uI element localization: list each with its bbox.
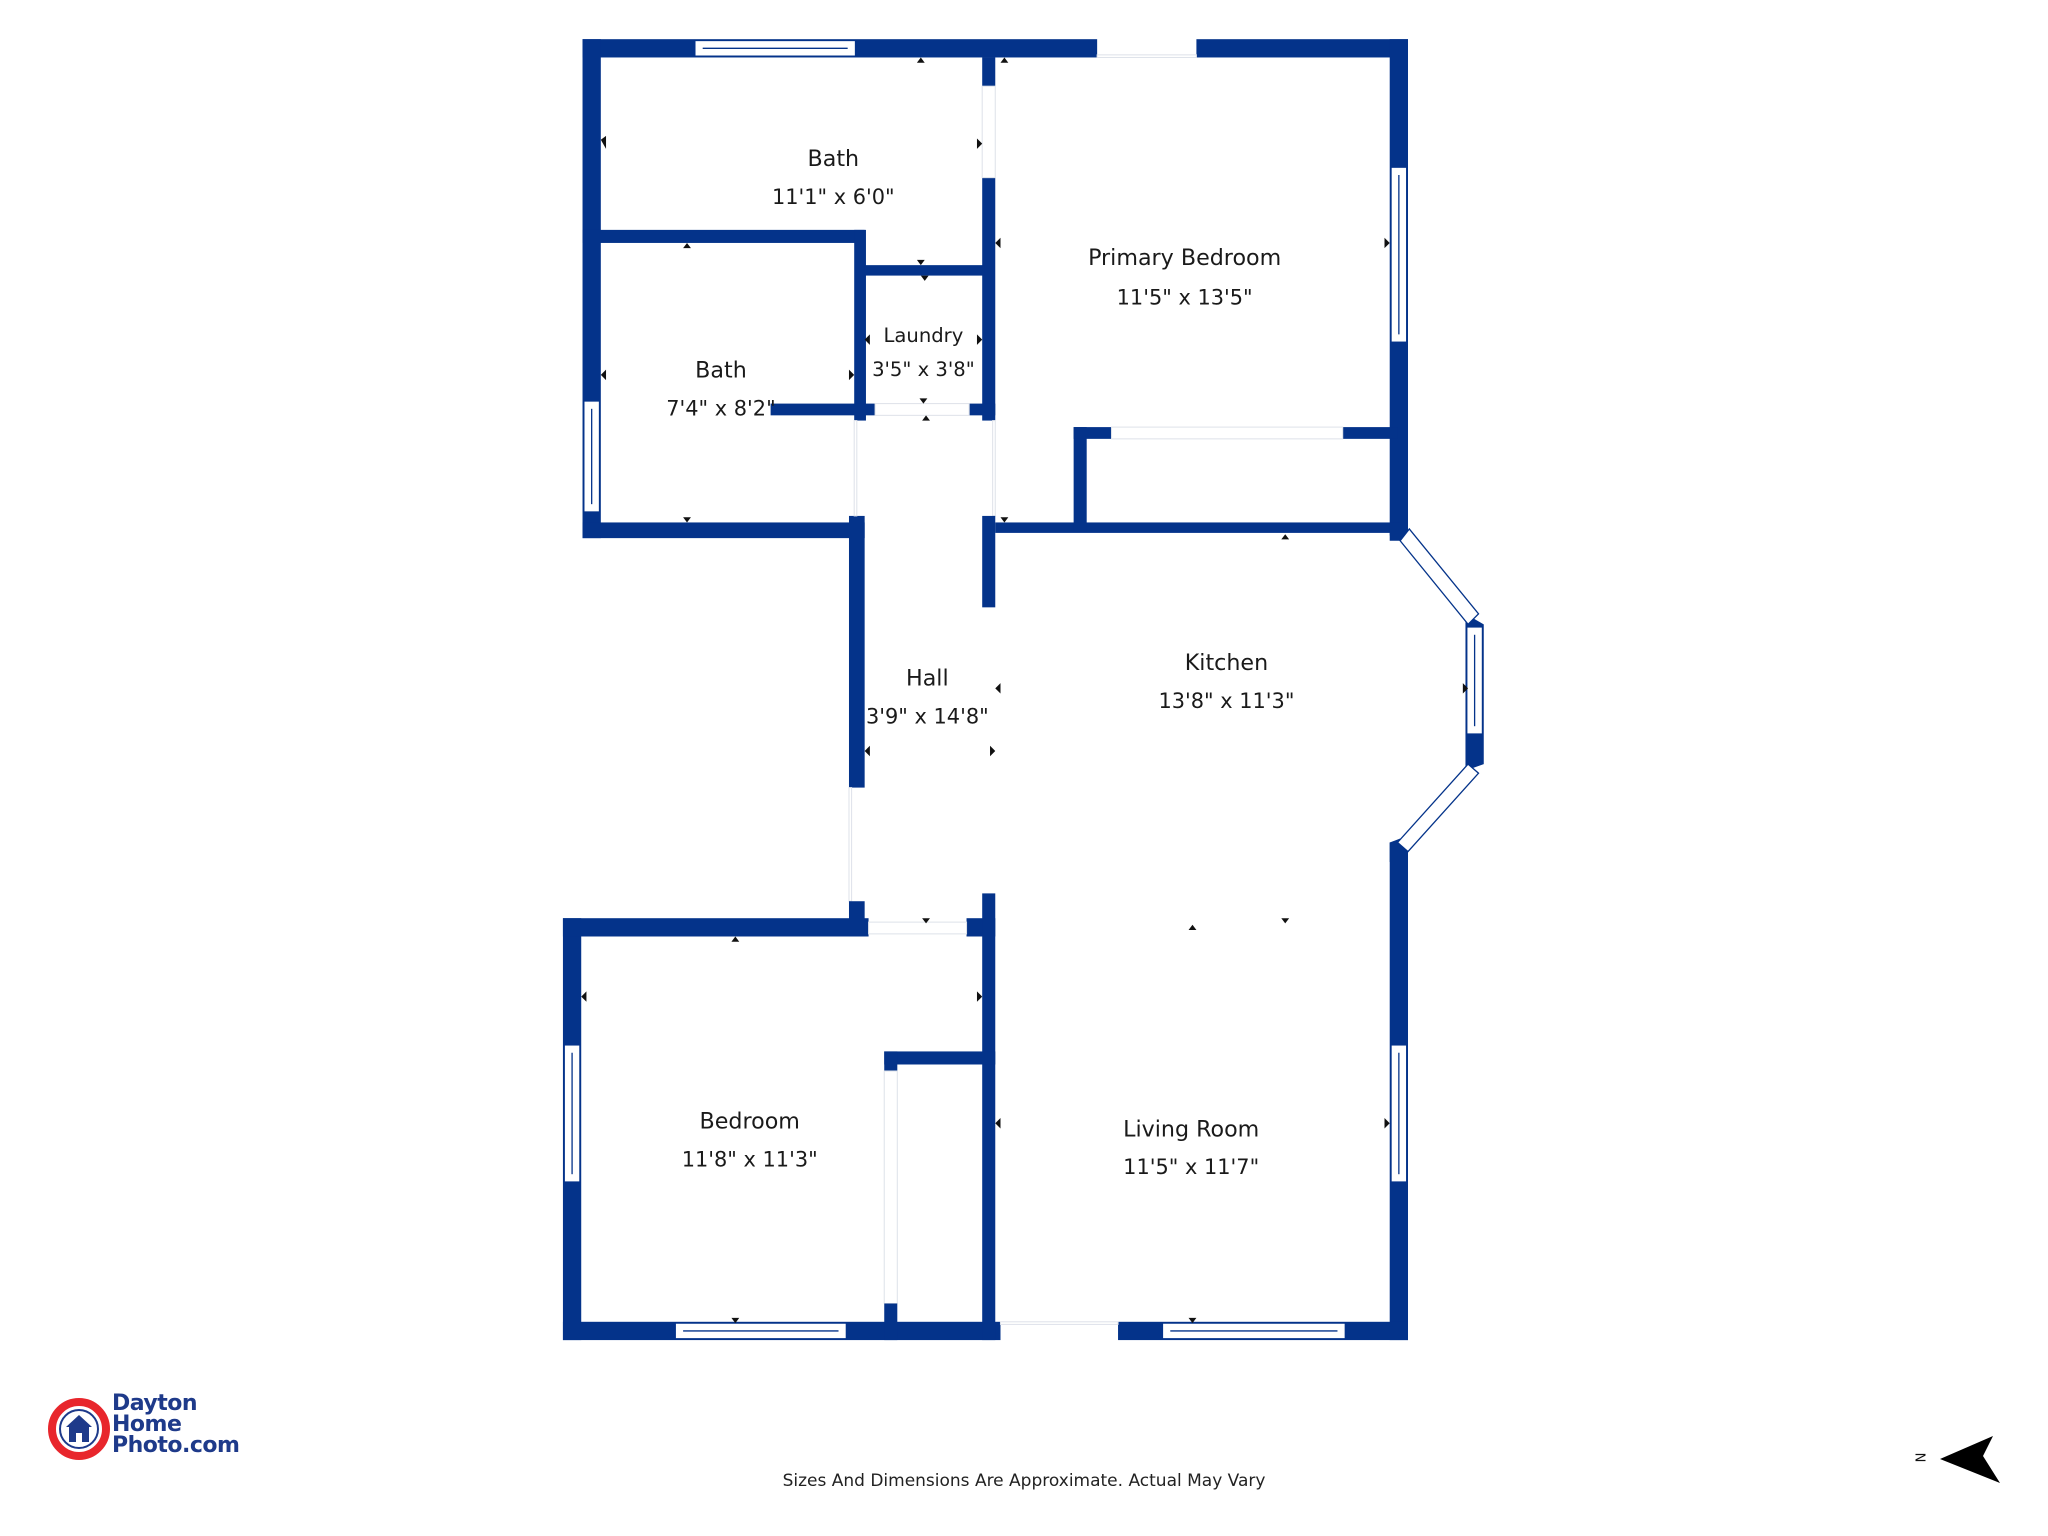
room-dimensions: 3'5" x 3'8": [872, 358, 975, 381]
room-name: Bath: [808, 146, 860, 172]
room-name: Hall: [906, 666, 949, 692]
dimension-ticks: [581, 57, 1469, 1324]
room-dimensions: 11'5" x 11'7": [1123, 1155, 1259, 1179]
brand-name: Dayton Home Photo.com: [112, 1391, 240, 1458]
room-dimensions: 3'9" x 14'8": [866, 705, 989, 729]
room-dimensions: 13'8" x 11'3": [1158, 689, 1294, 713]
room-dimensions: 11'1" x 6'0": [772, 185, 895, 209]
north-arrow-icon: [1940, 1436, 2000, 1483]
north-compass: N: [1914, 1432, 2015, 1492]
room-name: Bath: [695, 357, 747, 383]
room-name: Primary Bedroom: [1088, 245, 1281, 271]
brand-logo: Dayton Home Photo.com: [48, 1393, 258, 1465]
room-name: Kitchen: [1185, 650, 1268, 676]
window: [1396, 763, 1480, 853]
window: [1399, 527, 1480, 626]
room-name: Living Room: [1123, 1116, 1259, 1142]
room-name: Laundry: [884, 324, 964, 347]
room-dimensions: 7'4" x 8'2": [666, 396, 775, 420]
camera-house-icon: [48, 1398, 110, 1460]
disclaimer-text: Sizes And Dimensions Are Approximate. Ac…: [782, 1471, 1266, 1491]
room-labels: Bath 11'1" x 6'0" Primary Bedroom 11'5" …: [666, 146, 1294, 1179]
walls: [562, 39, 1484, 1341]
room-dimensions: 11'8" x 11'3": [682, 1147, 818, 1171]
room-dimensions: 11'5" x 13'5": [1117, 285, 1253, 309]
windows: [563, 39, 1484, 1340]
room-name: Bedroom: [700, 1108, 800, 1134]
